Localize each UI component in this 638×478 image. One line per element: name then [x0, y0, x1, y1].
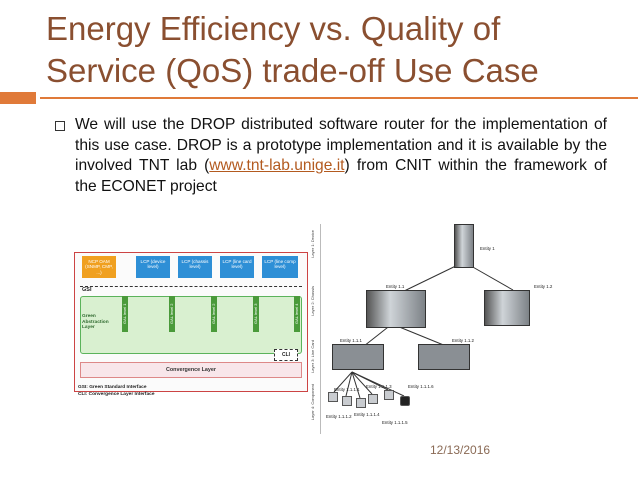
gal-level-bar: GAL level 1: [122, 296, 128, 332]
box-label: LCP (line comp level): [264, 259, 296, 270]
box-label: NCP OAM (SNMP, CMP, ...): [85, 259, 113, 275]
lcp-linecard-box: LCP (line card level): [220, 256, 254, 278]
title-rule-line: [40, 97, 638, 99]
component-leaf: [342, 396, 352, 406]
layer-divider: [320, 224, 321, 434]
bullet-text-part1: We will use the DROP distributed softwar…: [75, 116, 607, 174]
tnt-lab-link[interactable]: www.tnt-lab.unige.it: [209, 157, 345, 174]
entity-1-1-1-2-label: Entity 1.1.1.2: [326, 414, 352, 419]
component-leaf: [384, 390, 394, 400]
fan-component-icon: [400, 396, 410, 406]
lcp-device-box: LCP (device level): [136, 256, 170, 278]
box-label: LCP (line card level): [222, 259, 252, 270]
convergence-layer: Convergence Layer: [80, 362, 302, 378]
legend-gsi: GSI: Green Standard Interface: [78, 385, 147, 390]
linecard-1-image: [332, 344, 384, 370]
hardware-hierarchy-figure: Layer 1: Device Layer 2: Chassis Layer 3…: [308, 224, 578, 434]
component-leaf: [328, 392, 338, 402]
lcp-chassis-box: LCP (chassis level): [178, 256, 212, 278]
lcp-component-box: LCP (line comp level): [262, 256, 298, 278]
entity-1-label: Entity 1: [480, 246, 495, 251]
device-rack-image: [454, 224, 474, 268]
green-layer-label: Green Abstraction Layer: [82, 314, 109, 330]
entity-1-1-1-4-label: Entity 1.1.1.4: [354, 412, 380, 417]
gal-level-bar: GAL level 4: [294, 296, 300, 332]
chassis-2-image: [484, 290, 530, 326]
entity-1-1-1-1-label: Entity 1.1.1.1: [334, 387, 360, 392]
entity-1-1-2-label: Entity 1.1.2: [452, 338, 474, 343]
bullet-icon: [55, 121, 65, 131]
hierarchy-connectors: [333, 261, 514, 399]
bullet-text-part2: ) from CNIT within the framework of the …: [75, 157, 607, 195]
entity-1-1-1-6-label: Entity 1.1.1.6: [408, 384, 434, 389]
gal-level-bar: GAL level 2: [169, 296, 175, 332]
diagram-legend: GSI: Green Standard Interface CLI: Conve…: [78, 384, 155, 398]
box-label: LCP (chassis level): [181, 259, 209, 270]
entity-1-1-1-label: Entity 1.1.1: [340, 338, 362, 343]
title-rule-accent: [0, 92, 36, 104]
gsi-label: GSI: [82, 287, 92, 293]
linecard-2-image: [418, 344, 470, 370]
legend-cli: CLI: Convergence Layer Interface: [78, 392, 155, 397]
component-leaf: [368, 394, 378, 404]
entity-1-2-label: Entity 1.2: [534, 284, 553, 289]
gal-architecture-diagram: NCP OAM (SNMP, CMP, ...) LCP (device lev…: [74, 252, 308, 430]
ncp-oam-box: NCP OAM (SNMP, CMP, ...): [82, 256, 116, 278]
gal-level-bar: GAL level 3: [253, 296, 259, 332]
green-abstraction-layer: [80, 296, 302, 354]
bullet-paragraph: We will use the DROP distributed softwar…: [75, 115, 607, 212]
entity-1-1-label: Entity 1.1: [386, 284, 405, 289]
cli-label: CLI: [274, 349, 298, 361]
slide-title: Energy Efficiency vs. Quality of Service…: [46, 10, 539, 89]
component-leaf: [356, 398, 366, 408]
gal-level-bar: GAL level 2: [211, 296, 217, 332]
chassis-1-image: [366, 290, 426, 328]
entity-1-1-1-5-label: Entity 1.1.1.5: [382, 420, 408, 425]
box-label: LCP (device level): [140, 259, 166, 270]
slide-date: 12/13/2016: [430, 443, 491, 457]
entity-1-1-1-3-label: Entity 1.1.1.3: [366, 384, 392, 389]
gsi-line: [80, 286, 302, 287]
